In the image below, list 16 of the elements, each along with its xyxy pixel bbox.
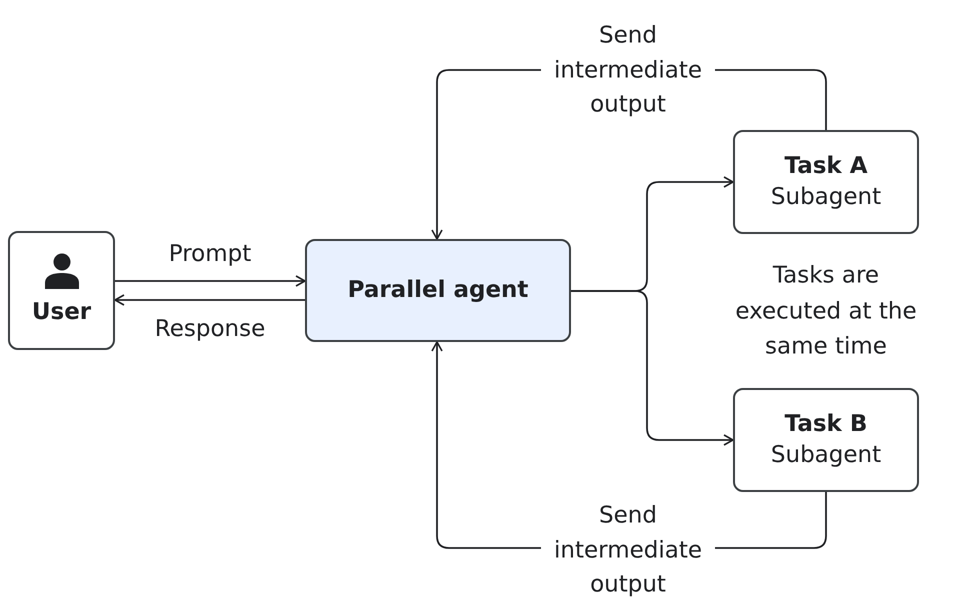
arrow: [571, 290, 734, 446]
edge-label: Response: [154, 314, 266, 344]
arrow: [115, 275, 306, 287]
agent-box: [305, 239, 571, 342]
node-title: Parallel agent: [348, 276, 528, 305]
edge-label: Prompt: [168, 240, 252, 269]
node-subtitle: Subagent: [770, 441, 882, 470]
arrow: [114, 294, 305, 306]
node-title: Task B: [784, 410, 868, 439]
note-text: Tasks are executed at the same time: [734, 262, 918, 362]
node-title: User: [32, 298, 92, 327]
task-box: [733, 388, 919, 492]
user-box: [8, 231, 115, 350]
node-subtitle: Subagent: [770, 183, 882, 212]
node-title: Task A: [784, 152, 868, 181]
task-box: [733, 130, 919, 234]
